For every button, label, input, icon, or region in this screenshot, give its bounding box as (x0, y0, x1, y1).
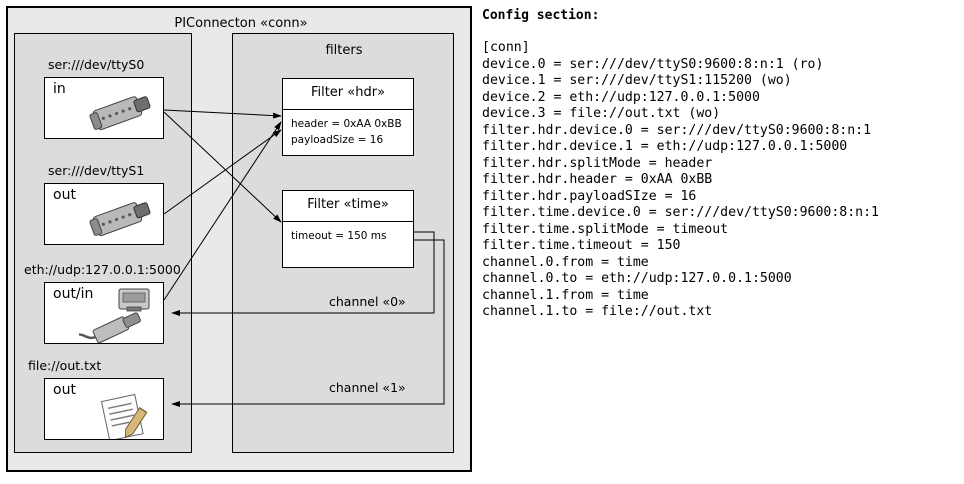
serial-port-icon (89, 202, 151, 237)
device-label-2: eth://udp:127.0.0.1:5000 (24, 262, 181, 277)
filters-group-title: filters (325, 43, 363, 58)
network-plug-icon (118, 288, 150, 312)
device-caption-1: out (53, 187, 76, 203)
filter-separator (283, 109, 413, 110)
filter-hdr-line-1: payloadSize = 16 (291, 134, 384, 146)
config-heading: Config section: (482, 8, 600, 23)
diagram-title: PIConnecton «conn» (174, 16, 308, 31)
device-card-3[interactable]: out (44, 378, 164, 440)
filter-time-line-0: timeout = 150 ms (291, 230, 387, 242)
device-caption-2: out/in (53, 286, 94, 302)
device-caption-0: in (53, 81, 66, 97)
filter-separator (283, 221, 413, 222)
config-text: [conn] device.0 = ser:///dev/ttyS0:9600:… (482, 40, 879, 319)
channel-label-1: channel «1» (329, 380, 406, 395)
text-file-icon (100, 393, 148, 439)
device-label-1: ser:///dev/ttyS1 (48, 163, 145, 178)
device-card-1[interactable]: out (44, 183, 164, 245)
network-plug-icon (79, 312, 141, 344)
filter-card-time[interactable]: Filter «time» timeout = 150 ms (282, 190, 414, 268)
filter-title-hdr: Filter «hdr» (310, 85, 386, 100)
device-label-3: file://out.txt (28, 358, 102, 373)
device-label-0: ser:///dev/ttyS0 (48, 57, 145, 72)
serial-port-icon (89, 96, 151, 131)
device-card-2[interactable]: out/in (44, 282, 164, 344)
filter-title-time: Filter «time» (307, 197, 389, 212)
device-caption-3: out (53, 382, 76, 398)
device-card-0[interactable]: in (44, 77, 164, 139)
filter-card-hdr[interactable]: Filter «hdr» header = 0xAA 0xBB payloadS… (282, 78, 414, 156)
channel-label-0: channel «0» (329, 294, 406, 309)
filter-hdr-line-0: header = 0xAA 0xBB (291, 118, 402, 130)
